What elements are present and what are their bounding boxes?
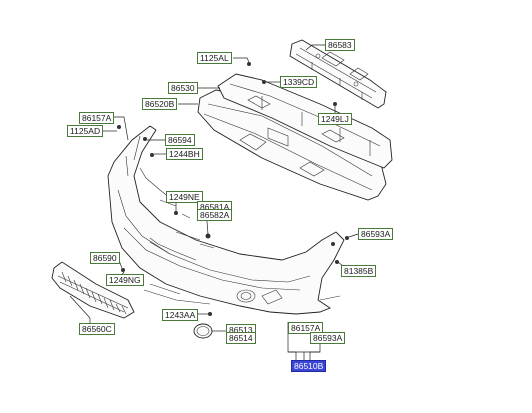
lower-grille-86560C bbox=[51, 261, 135, 319]
part-label-86510B[interactable]: 86510B bbox=[291, 360, 327, 372]
part-label-1125AL[interactable]: 1125AL bbox=[197, 52, 232, 64]
part-label-1249LJ[interactable]: 1249LJ bbox=[318, 113, 352, 125]
part-label-86520B[interactable]: 86520B bbox=[142, 98, 178, 110]
part-label-86594[interactable]: 86594 bbox=[165, 134, 195, 146]
bumper-beam-86530 bbox=[217, 73, 393, 169]
part-label-1339CD[interactable]: 1339CD bbox=[280, 76, 318, 88]
part-label-86590[interactable]: 86590 bbox=[90, 252, 120, 264]
part-label-1244BH[interactable]: 1244BH bbox=[166, 148, 203, 160]
part-label-86530[interactable]: 86530 bbox=[168, 82, 198, 94]
part-label-1249NE[interactable]: 1249NE bbox=[166, 191, 203, 203]
part-label-86157A-top[interactable]: 86157A bbox=[79, 112, 115, 124]
part-label-86593A-right[interactable]: 86593A bbox=[358, 228, 394, 240]
part-label-86514[interactable]: 86514 bbox=[226, 332, 256, 344]
part-label-1243AA[interactable]: 1243AA bbox=[162, 309, 199, 321]
part-label-1249NG[interactable]: 1249NG bbox=[106, 274, 144, 286]
part-label-86583[interactable]: 86583 bbox=[325, 39, 355, 51]
part-label-1125AD[interactable]: 1125AD bbox=[67, 125, 104, 137]
part-label-86582A[interactable]: 86582A bbox=[197, 209, 233, 221]
part-label-81385B[interactable]: 81385B bbox=[341, 265, 377, 277]
bumper-cover-86510B bbox=[107, 125, 345, 315]
part-label-86593A-bottom[interactable]: 86593A bbox=[310, 332, 346, 344]
fasteners bbox=[117, 62, 349, 316]
part-label-86560C[interactable]: 86560C bbox=[79, 323, 115, 335]
part-label-86157A-bottom[interactable]: 86157A bbox=[288, 322, 324, 334]
fog-lamp-cover-86513 bbox=[193, 323, 213, 339]
bumper-bracket-86583 bbox=[289, 39, 387, 109]
